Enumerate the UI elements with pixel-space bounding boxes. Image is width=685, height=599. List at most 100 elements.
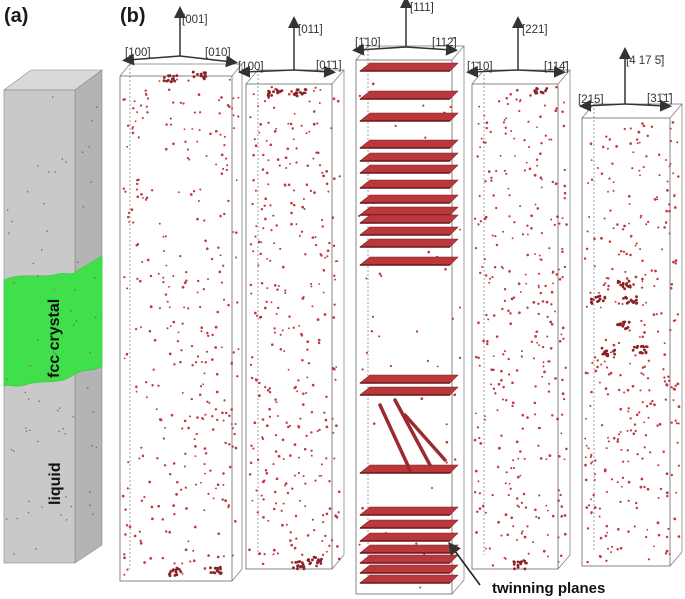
defect-atom	[649, 402, 652, 406]
defect-atom	[315, 151, 318, 154]
defect-atom	[623, 224, 626, 228]
defect-atom	[321, 553, 325, 557]
defect-atom	[550, 138, 553, 141]
defect-atom	[538, 254, 541, 257]
defect-atom	[638, 411, 641, 414]
defect-atom	[642, 304, 644, 307]
defect-atom	[295, 537, 298, 540]
defect-atom	[220, 153, 224, 157]
defect-atom	[627, 499, 630, 502]
defect-atom	[519, 450, 522, 453]
defect-atom	[325, 457, 328, 460]
cluster-atom	[605, 349, 609, 353]
defect-atom	[657, 533, 661, 537]
defect-atom	[511, 404, 514, 408]
defect-atom	[196, 291, 199, 294]
defect-atom	[287, 183, 291, 187]
defect-atom	[628, 203, 631, 206]
atom-speck	[6, 518, 8, 520]
defect-atom	[627, 480, 631, 484]
defect-atom	[534, 385, 537, 388]
defect-atom	[303, 208, 306, 210]
cluster-atom	[272, 90, 275, 94]
defect-atom	[674, 419, 677, 422]
defect-atom	[199, 188, 202, 191]
defect-atom	[158, 222, 161, 225]
defect-atom	[565, 223, 568, 226]
defect-atom	[175, 493, 178, 496]
defect-atom	[542, 365, 545, 368]
atom-speck	[13, 282, 15, 284]
defect-atom	[172, 462, 176, 465]
defect-atom	[275, 401, 278, 404]
defect-atom	[590, 178, 594, 181]
defect-atom	[549, 346, 553, 350]
defect-atom	[590, 462, 593, 465]
twinning-plane	[359, 152, 459, 162]
cluster-atom	[644, 350, 648, 354]
defect-atom	[534, 508, 537, 512]
defect-atom	[336, 99, 340, 103]
defect-atom	[227, 504, 231, 507]
defect-atom	[290, 222, 293, 226]
defect-atom	[641, 366, 645, 369]
defect-atom	[264, 217, 267, 221]
atom-speck	[72, 416, 74, 418]
defect-atom	[585, 305, 588, 308]
defect-atom	[665, 535, 669, 539]
defect-atom	[631, 384, 635, 388]
defect-atom	[647, 220, 650, 224]
defect-atom	[266, 388, 270, 392]
defect-atom	[665, 472, 669, 476]
defect-atom	[561, 217, 564, 220]
defect-atom	[541, 345, 545, 349]
defect-atom	[200, 481, 202, 484]
defect-atom	[169, 123, 173, 126]
cluster-atom	[524, 561, 528, 565]
defect-cluster	[266, 88, 284, 98]
defect-atom	[121, 494, 125, 498]
defect-atom	[358, 214, 361, 218]
atom-speck	[28, 500, 30, 503]
atom-speck	[7, 209, 9, 211]
atom-speck	[26, 191, 29, 193]
defect-atom	[476, 510, 479, 514]
twinning-plane	[359, 532, 459, 542]
defect-atom	[546, 509, 549, 512]
cluster-atom	[173, 79, 177, 83]
defect-atom	[268, 407, 271, 411]
defect-atom	[584, 437, 587, 440]
defect-atom	[264, 469, 268, 472]
defect-atom	[500, 369, 503, 373]
defect-atom	[589, 455, 592, 459]
defect-atom	[596, 359, 599, 362]
defect-atom	[204, 413, 207, 416]
defect-atom	[484, 511, 487, 514]
defect-atom	[551, 414, 554, 417]
defect-atom	[506, 533, 510, 537]
defect-atom	[593, 265, 596, 268]
defect-atom	[311, 236, 315, 239]
defect-atom	[609, 351, 613, 354]
defect-atom	[611, 267, 614, 271]
defect-atom	[521, 413, 525, 417]
defect-atom	[544, 284, 547, 288]
defect-atom	[666, 180, 669, 183]
defect-atom	[660, 312, 663, 315]
defect-atom	[610, 478, 614, 481]
defect-atom	[126, 215, 130, 219]
defect-atom	[544, 134, 547, 137]
defect-atom	[497, 100, 501, 103]
defect-atom	[293, 443, 297, 446]
defect-atom	[290, 561, 294, 564]
cluster-atom	[192, 75, 196, 78]
defect-atom	[302, 392, 305, 395]
defect-atom	[484, 547, 487, 550]
defect-atom	[162, 437, 166, 440]
defect-atom	[526, 306, 529, 309]
cluster-atom	[296, 560, 300, 564]
defect-atom	[141, 196, 144, 199]
defect-atom	[520, 532, 523, 535]
defect-atom	[269, 143, 273, 147]
defect-atom	[289, 539, 292, 542]
